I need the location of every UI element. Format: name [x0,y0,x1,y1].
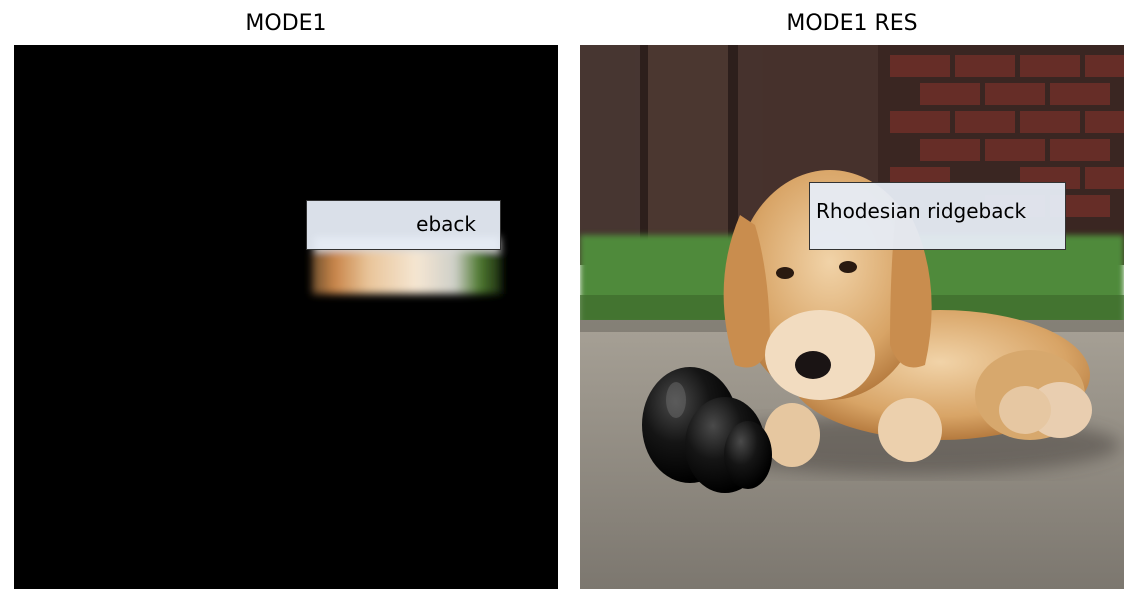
right-panel-title: MODE1 RES [786,11,918,36]
puppy-photo [580,45,1124,589]
masked-image-panel: eback [14,45,558,589]
toy-shape [642,367,772,493]
predicted-label: Rhodesian ridgeback [809,182,1066,250]
label-text: eback [416,212,476,236]
result-image-panel: Rhodesian ridgeback [580,45,1124,589]
masked-image [14,45,558,589]
left-panel-title: MODE1 [245,11,327,36]
predicted-label-partial: eback [306,200,501,250]
